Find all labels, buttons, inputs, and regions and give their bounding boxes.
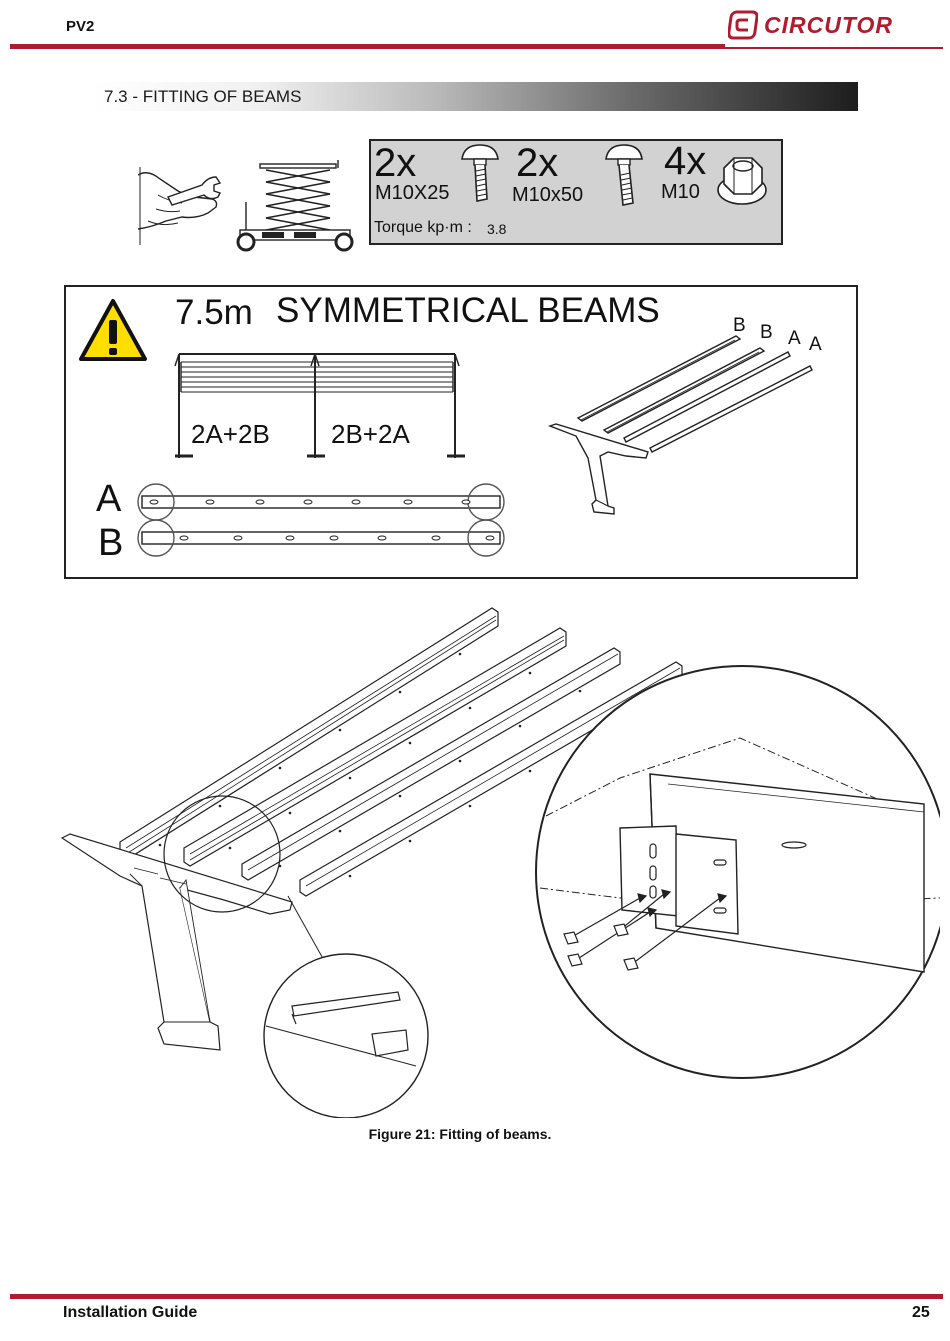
frame-elevation-drawing [174, 353, 465, 458]
bolt-short-qty: 2x [374, 141, 417, 185]
bolt-short-size: M10X25 [375, 182, 450, 204]
header-rule-thin [725, 47, 943, 49]
span-right-label: 2B+2A [331, 419, 410, 449]
profile-b-letter: B [98, 522, 124, 564]
span-left-label: 2A+2B [191, 419, 270, 449]
bolt-long-qty: 2x [516, 141, 559, 185]
page-number: 25 [912, 1304, 930, 1321]
section-title: 7.3 - FITTING OF BEAMS [104, 86, 302, 106]
hex-flange-nut-icon [717, 157, 767, 205]
figure-caption: Figure 21: Fitting of beams. [368, 1126, 552, 1142]
beams-info-box [64, 285, 858, 579]
document-code: PV2 [66, 18, 95, 35]
iso-label-a1: A [788, 328, 801, 349]
iso-label-b2: B [760, 322, 773, 343]
bolt-long-size: M10x50 [512, 184, 584, 206]
wrench-hand-icon [138, 167, 222, 245]
beams-title: SYMMETRICAL BEAMS [276, 291, 660, 330]
warning-icon [79, 299, 147, 361]
torque-value: 3.8 [487, 221, 507, 237]
iso-label-b1: B [733, 315, 746, 336]
profile-a-letter: A [96, 478, 122, 520]
scissor-lift-icon [236, 160, 354, 252]
footer-guide-title: Installation Guide [63, 1304, 198, 1321]
brand-logo: CIRCUTOR [728, 8, 903, 42]
beam-profiles-drawing [137, 483, 505, 557]
footer-rule [10, 1294, 943, 1299]
circutor-logo-icon [728, 10, 758, 40]
beam-fitting-figure [60, 607, 940, 1118]
torque-label: Torque kp·m : [374, 219, 472, 236]
nut-qty: 4x [664, 139, 707, 183]
beam-length: 7.5m [175, 293, 253, 332]
iso-label-a2: A [809, 334, 822, 355]
carriage-bolt-long-icon [605, 144, 643, 206]
carriage-bolt-short-icon [461, 144, 499, 202]
section-title-bar: 7.3 - FITTING OF BEAMS [92, 82, 858, 111]
nut-size: M10 [661, 181, 700, 203]
beams-iso-mini-drawing [548, 335, 813, 515]
hardware-box [369, 139, 783, 245]
brand-name: CIRCUTOR [764, 11, 893, 38]
header-rule [10, 44, 725, 49]
